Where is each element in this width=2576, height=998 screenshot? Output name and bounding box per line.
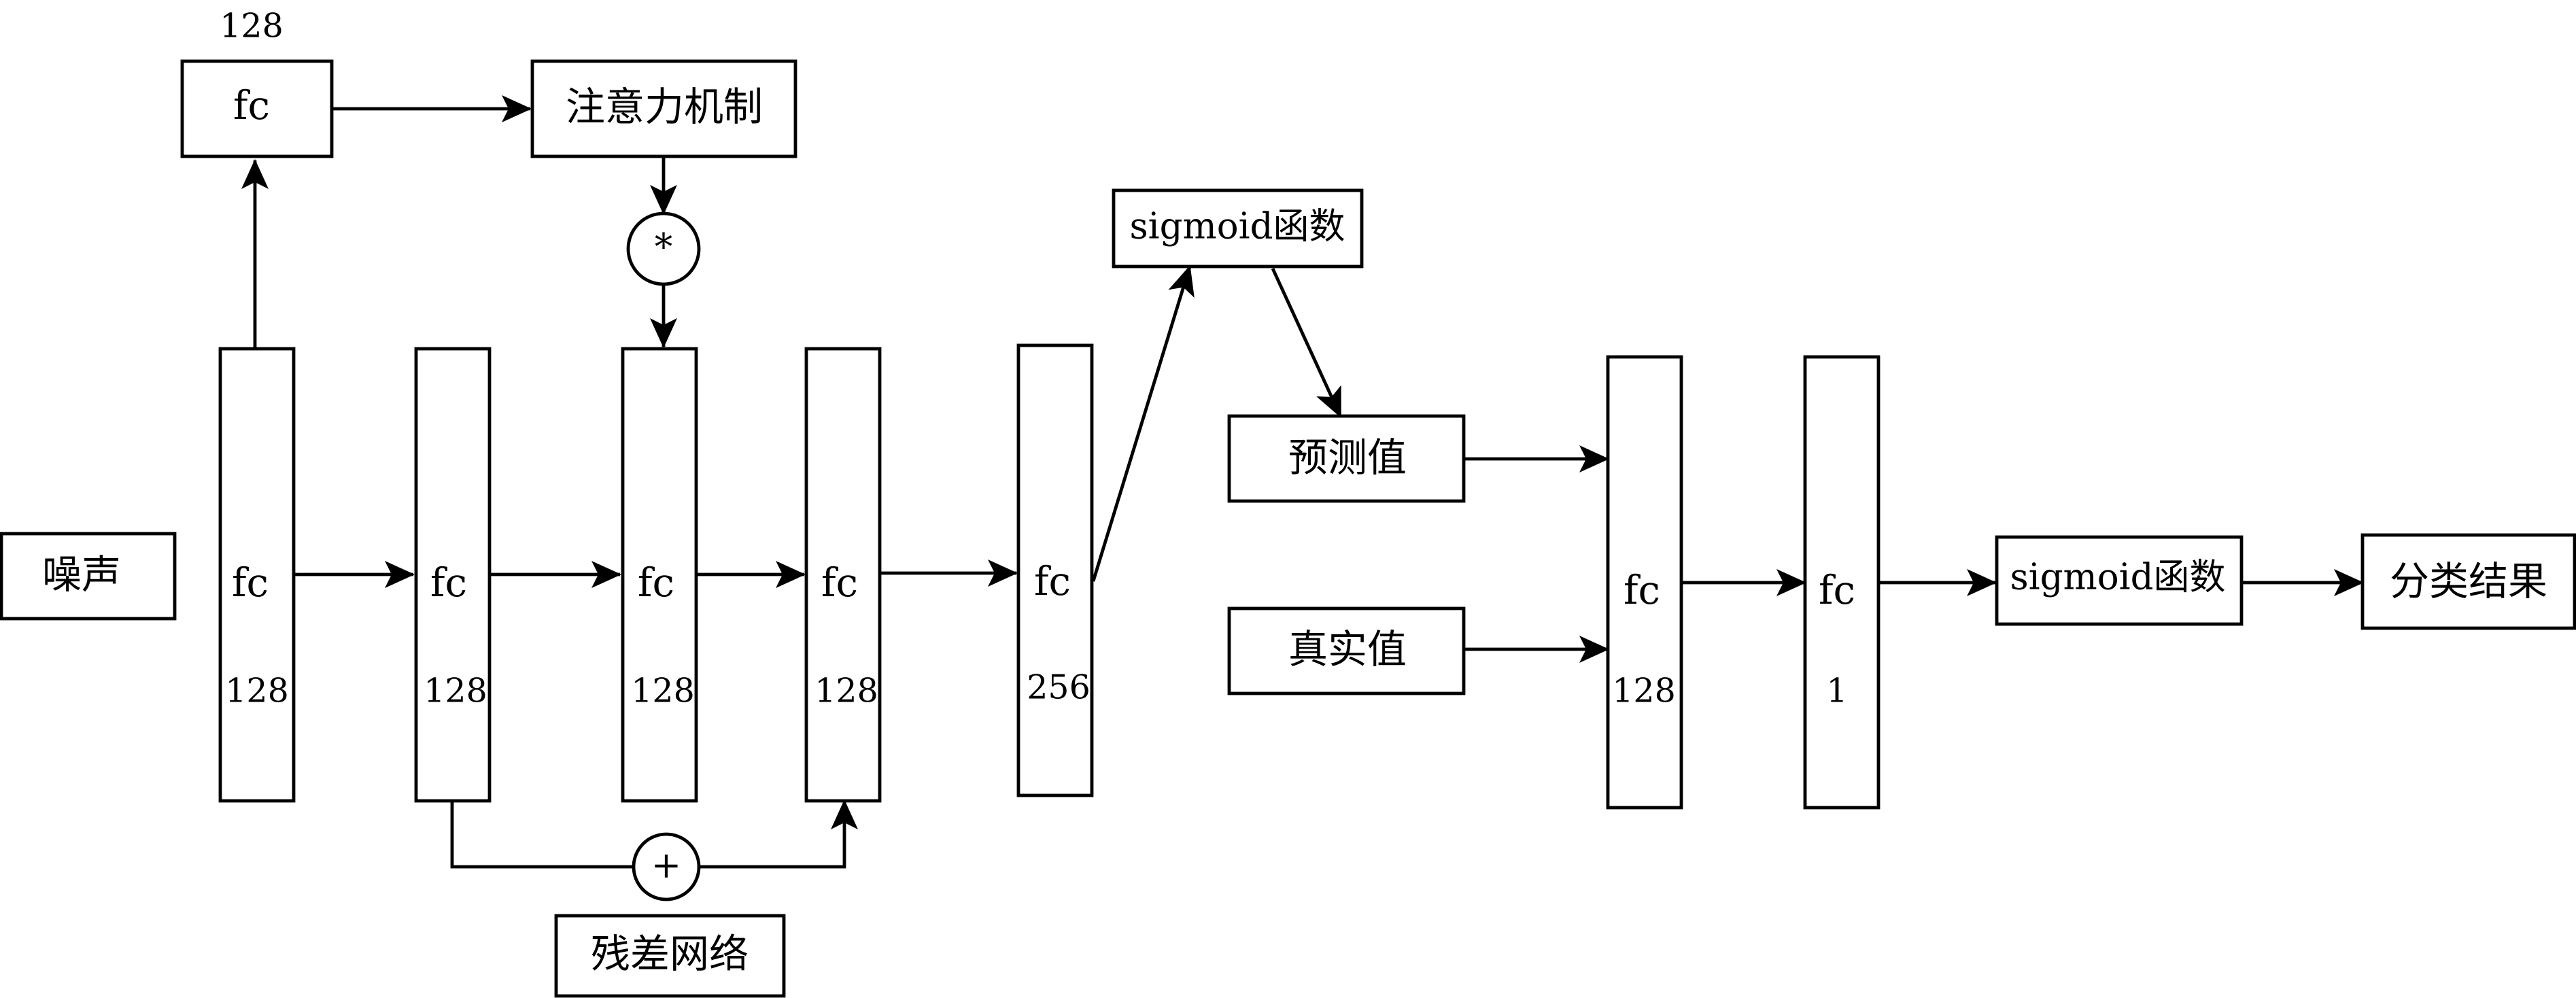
fc-column-4: fc 128 [804, 347, 882, 803]
col5-size: 256 [1027, 668, 1090, 707]
multiply-operator: * [626, 211, 701, 286]
result-label: 分类结果 [2390, 558, 2547, 604]
col6-size: 128 [1612, 672, 1676, 710]
edge-sigmoid1-to-predicted [1271, 267, 1343, 418]
fc-top-label: fc [233, 82, 270, 128]
residual-label: 残差网络 [591, 931, 749, 977]
residual-network-node: 残差网络 [554, 914, 786, 998]
col1-label: fc [232, 560, 269, 606]
col7-label: fc [1819, 567, 1855, 613]
col3-label: fc [638, 560, 674, 606]
real-node: 真实值 [1227, 606, 1466, 695]
fc-column-7: fc 1 [1803, 355, 1881, 810]
noise-label: 噪声 [42, 551, 121, 598]
edge-col2-to-add [450, 801, 634, 869]
fc-top-node: 128 fc [180, 7, 334, 158]
col4-size: 128 [814, 672, 878, 710]
real-label: 真实值 [1288, 626, 1407, 672]
fc-column-2: fc 128 [414, 347, 492, 803]
noise-node: 噪声 [0, 532, 177, 621]
fc-top-size-label: 128 [220, 7, 284, 46]
col3-size: 128 [631, 672, 695, 710]
attention-label: 注意力机制 [566, 84, 763, 130]
col2-size: 128 [424, 672, 487, 710]
fc-column-3: fc 128 [621, 347, 698, 803]
sigmoid2-label: sigmoid函数 [2010, 557, 2225, 598]
multiply-symbol: * [655, 227, 673, 269]
predicted-node: 预测值 [1227, 414, 1466, 503]
add-symbol: + [651, 845, 681, 887]
fc-column-6: fc 128 [1606, 355, 1683, 810]
fc-column-1: fc 128 [218, 347, 296, 803]
col5-label: fc [1034, 558, 1071, 604]
edges [241, 95, 2364, 869]
edge-col5-to-sigmoid1 [1091, 265, 1195, 582]
result-node: 分类结果 [2360, 533, 2576, 630]
col6-label: fc [1624, 567, 1660, 613]
edge-add-to-col4 [699, 799, 858, 869]
col2-label: fc [430, 560, 467, 606]
col4-label: fc [821, 560, 858, 606]
col7-size: 1 [1826, 672, 1847, 710]
attention-node: 注意力机制 [530, 59, 797, 158]
sigmoid1-label: sigmoid函数 [1129, 206, 1345, 247]
sigmoid-node-2: sigmoid函数 [1995, 535, 2244, 626]
col1-size: 128 [225, 672, 289, 710]
fc-column-5: fc 256 [1016, 343, 1094, 797]
predicted-label: 预测值 [1288, 434, 1407, 481]
sigmoid-node-1: sigmoid函数 [1112, 188, 1364, 269]
add-operator: + [632, 832, 701, 901]
